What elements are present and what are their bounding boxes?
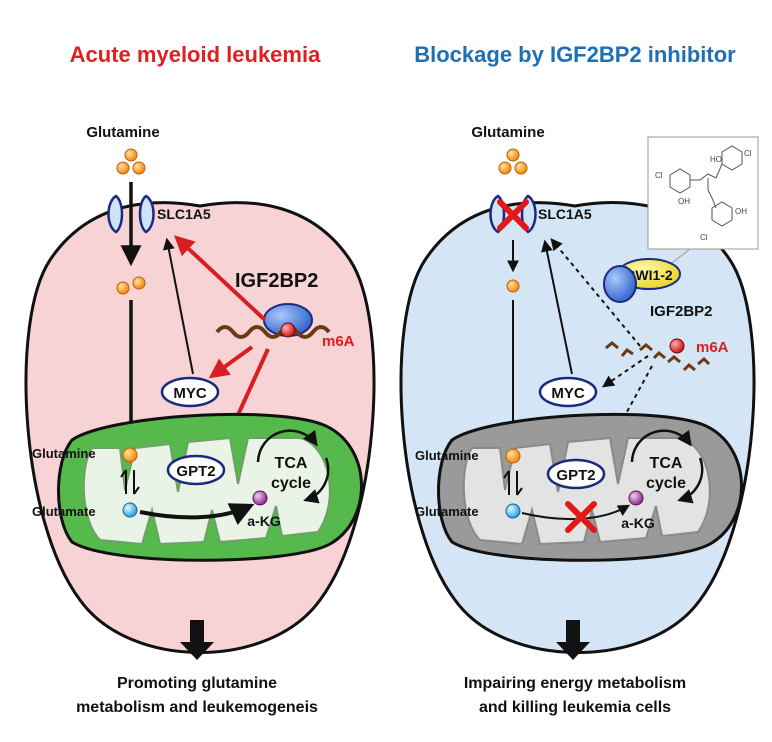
left-mito-glutamate-label: Glutamate <box>32 504 96 519</box>
right-tca-label-line1: TCA <box>650 455 683 472</box>
structure-cl-label-1: Cl <box>744 149 752 158</box>
structure-cl-label-3: Cl <box>700 233 708 242</box>
left-outcome-line2: metabolism and leukemogeneis <box>76 699 318 716</box>
left-tca-label-line2: cycle <box>271 475 311 492</box>
left-tca-label-line1: TCA <box>275 455 308 472</box>
right-equilibrium-arrows <box>503 470 523 496</box>
left-red-arrow-myc <box>208 345 254 379</box>
right-igf2bp2-protein <box>603 265 637 303</box>
left-glutamine-molecules <box>116 148 146 175</box>
right-myc-label: MYC <box>551 385 585 402</box>
right-akg-label: a-KG <box>621 515 655 531</box>
structure-oh-label-3: OH <box>735 207 747 216</box>
right-dashed-arrow-myc <box>602 355 649 388</box>
right-m6a-label: m6A <box>696 339 729 356</box>
left-outcome-line1: Promoting glutamine <box>117 675 277 692</box>
left-m6a-mark <box>280 322 296 338</box>
left-slc1a5-transporter-icon <box>107 194 155 234</box>
left-tca-cycle-arrows <box>256 429 330 504</box>
right-panel: Blockage by IGF2BP2 inhibitor HO Cl Cl O… <box>399 42 759 716</box>
left-igf2bp2-label: IGF2BP2 <box>235 270 318 292</box>
left-mrna-strand <box>215 325 331 339</box>
right-slc1a5-label: SLC1A5 <box>538 206 592 222</box>
left-glutamine-label: Glutamine <box>86 124 159 141</box>
right-title: Blockage by IGF2BP2 inhibitor <box>414 42 736 67</box>
left-mitochondrion <box>57 412 363 562</box>
right-gpt2-label: GPT2 <box>556 467 595 484</box>
left-akg-ball <box>252 490 268 506</box>
right-outcome-line1: Impairing energy metabolism <box>464 675 686 692</box>
right-glutamine-label: Glutamine <box>471 124 544 141</box>
right-down-arrow-icon <box>556 620 590 660</box>
left-title: Acute myeloid leukemia <box>70 42 321 67</box>
right-myc-node <box>538 376 598 408</box>
left-myc-node <box>160 376 220 408</box>
right-m6a-mark <box>669 338 685 354</box>
right-igf2bp2-label: IGF2BP2 <box>650 303 713 320</box>
right-tca-label-line2: cycle <box>646 475 686 492</box>
right-cwi1-2-label: CWI1-2 <box>625 267 673 283</box>
right-mito-glutamine-ball <box>505 448 521 464</box>
right-intracellular-glutamine <box>506 279 520 293</box>
left-gpt2-label: GPT2 <box>176 463 215 480</box>
structure-oh-label-1: HO <box>710 155 722 164</box>
right-tca-cycle-arrows <box>630 429 704 504</box>
left-mito-glutamine-ball <box>122 447 138 463</box>
left-mito-glutamine-label: Glutamine <box>32 446 96 461</box>
right-gpt2-node <box>546 458 606 490</box>
right-myc-to-slc1a5-arrow <box>541 239 573 375</box>
right-mito-glutamate-ball <box>505 503 521 519</box>
structure-cl-label-2: Cl <box>655 171 663 180</box>
right-akg-ball <box>628 490 644 506</box>
left-red-arrow-slc1a5 <box>174 235 267 322</box>
left-m6a-label: m6A <box>322 333 355 350</box>
right-outcome-line2: and killing leukemia cells <box>479 699 671 716</box>
right-mito-glutamine-label: Glutamine <box>415 448 479 463</box>
right-transporter-blocked-x-icon <box>497 199 529 231</box>
structure-oh-label-2: OH <box>678 197 690 206</box>
left-akg-label: a-KG <box>247 513 281 529</box>
left-down-arrow-icon <box>180 620 214 660</box>
right-degraded-mrna <box>605 341 711 372</box>
left-mito-glutamate-ball <box>122 502 138 518</box>
left-panel: Acute myeloid leukemia Glutamine SLC1A5 … <box>24 42 376 716</box>
left-myc-to-slc1a5-arrow <box>162 237 194 375</box>
left-gpt2-node <box>166 454 226 486</box>
right-reaction-blocked-x-icon <box>565 501 597 533</box>
right-chemical-structure: HO Cl Cl OH Cl OH <box>647 136 759 250</box>
left-glutamate-to-akg-arrow <box>139 503 255 525</box>
right-glutamine-molecules <box>498 148 528 175</box>
left-slc1a5-label: SLC1A5 <box>157 206 211 222</box>
left-intracellular-glutamine <box>116 276 146 295</box>
left-equilibrium-arrows <box>120 469 140 495</box>
right-dashed-arrow-slc1a5 <box>550 238 641 347</box>
right-mito-glutamate-label: Glutamate <box>415 504 479 519</box>
left-myc-label: MYC <box>173 385 207 402</box>
